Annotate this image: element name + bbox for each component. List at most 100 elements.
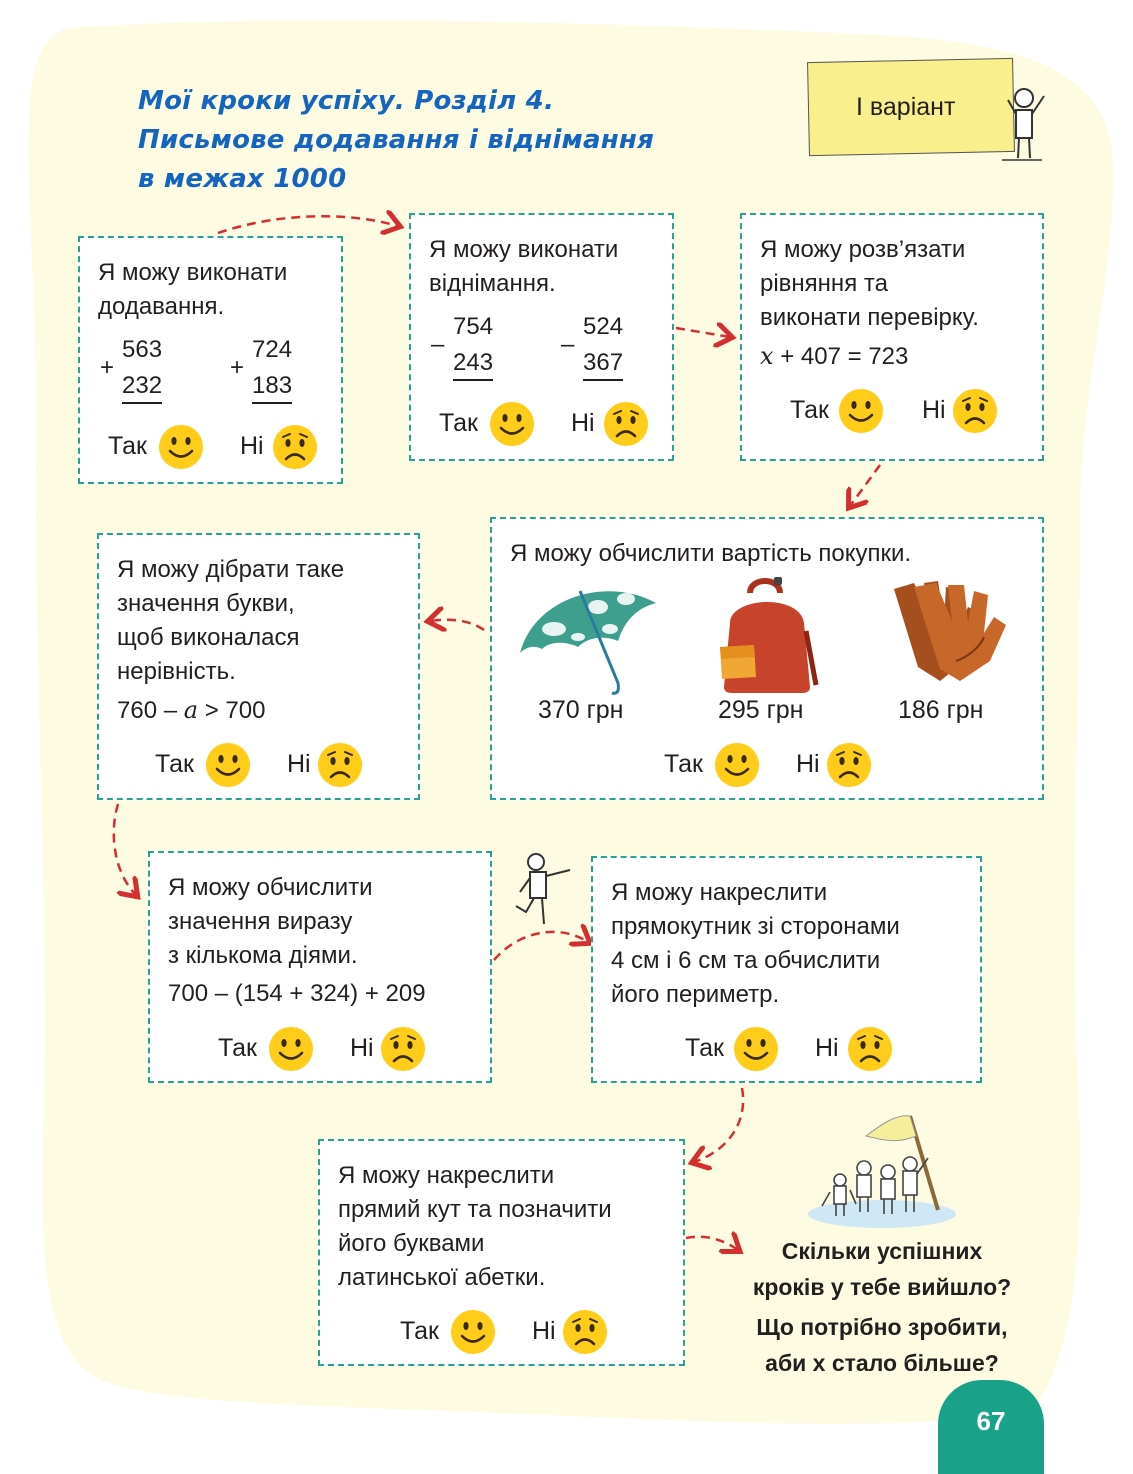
no-label: Ні — [815, 1034, 839, 1062]
yes-label: Так — [790, 396, 829, 424]
yes-label: Так — [439, 409, 478, 437]
page-title: Мої кроки успіху. Розділ 4. Письмове дод… — [138, 82, 654, 199]
title-line: Мої кроки успіху. Розділ 4. — [138, 86, 555, 116]
card-text: віднімання. — [429, 270, 556, 297]
no-label: Ні — [571, 409, 595, 437]
inequality-left: 760 – — [117, 697, 184, 724]
page-number-tab: 67 — [938, 1380, 1044, 1474]
happy-smiley-icon[interactable] — [158, 424, 204, 470]
card-subtraction: Я можу виконати віднімання. – 754 243 – … — [409, 213, 674, 461]
operand-bottom: 367 — [583, 347, 624, 381]
minus-sign: – — [431, 331, 445, 358]
happy-smiley-icon[interactable] — [714, 742, 760, 788]
question-line: Скільки успішних — [781, 1238, 983, 1264]
happy-smiley-icon[interactable] — [489, 401, 535, 447]
umbrella-icon — [520, 590, 656, 695]
card-text: прямий кут та позначити — [338, 1196, 612, 1223]
card-addition: Я можу виконати додавання. + 563 232 + 7… — [78, 236, 343, 484]
question-line: аби х стало більше? — [765, 1350, 999, 1376]
happy-smiley-icon[interactable] — [450, 1309, 496, 1355]
card-text: Я можу дібрати таке — [117, 556, 345, 583]
card-text: виконати перевірку. — [760, 304, 979, 331]
operand-bottom: 183 — [252, 370, 293, 404]
plus-sign: + — [230, 354, 245, 381]
stick-figure-icon — [1002, 88, 1045, 161]
operand-top: 524 — [583, 313, 624, 340]
operand-bottom: 243 — [453, 347, 494, 381]
sad-smiley-icon[interactable] — [562, 1309, 608, 1355]
yes-label: Так — [400, 1317, 439, 1345]
card-text: Я можу накреслити — [611, 879, 828, 906]
card-text: прямокутник зі сторонами — [611, 913, 900, 940]
card-text: його периметр. — [611, 981, 780, 1008]
card-heading: Я можу обчислити вартість покупки. — [510, 540, 912, 567]
page-number: 67 — [976, 1406, 1006, 1436]
walking-figure-icon — [515, 853, 571, 925]
backpack-icon — [720, 577, 819, 693]
happy-smiley-icon[interactable] — [838, 388, 884, 434]
price-label: 186 грн — [898, 696, 984, 724]
yes-label: Так — [155, 750, 194, 778]
yes-label: Так — [664, 750, 703, 778]
card-text: Я можу виконати — [98, 259, 288, 286]
operand-top: 754 — [453, 313, 494, 340]
no-label: Ні — [796, 750, 820, 778]
question-line: кроків у тебе вийшло? — [752, 1274, 1012, 1300]
card-expression: Я можу обчислити значення виразу з кільк… — [148, 851, 492, 1083]
price-label: 295 грн — [718, 696, 804, 724]
title-line: в межах 1000 — [138, 164, 347, 194]
card-inequality: Я можу дібрати таке значення букви, щоб … — [97, 533, 420, 800]
variable-x: x — [760, 342, 774, 370]
sad-smiley-icon[interactable] — [272, 424, 318, 470]
operand-top: 563 — [122, 336, 163, 363]
price-label: 370 грн — [538, 696, 624, 724]
minus-sign: – — [561, 331, 575, 358]
sad-smiley-icon[interactable] — [952, 388, 998, 434]
happy-smiley-icon[interactable] — [205, 742, 251, 788]
gloves-icon — [894, 581, 1006, 681]
card-equation: Я можу розв’язати рівняння та виконати п… — [740, 213, 1044, 461]
operand-top: 724 — [252, 336, 293, 363]
card-text: латинської абетки. — [338, 1264, 546, 1291]
card-text: щоб виконалася — [117, 624, 300, 651]
card-text: Я можу накреслити — [338, 1162, 555, 1189]
sad-smiley-icon[interactable] — [380, 1026, 426, 1072]
group-with-flag-icon — [808, 1115, 956, 1228]
inequality: 760 – a > 700 — [117, 693, 265, 728]
card-text: Я можу обчислити — [168, 874, 373, 901]
no-label: Ні — [350, 1034, 374, 1062]
sad-smiley-icon[interactable] — [603, 401, 649, 447]
sad-smiley-icon[interactable] — [847, 1026, 893, 1072]
no-label: Ні — [240, 432, 264, 460]
title-line: Письмове додавання і віднімання — [138, 125, 654, 155]
no-label: Ні — [922, 396, 946, 424]
card-text: додавання. — [98, 293, 225, 320]
card-angle: Я можу накреслити прямий кут та позначит… — [318, 1139, 685, 1366]
question-block: Скільки успішних кроків у тебе вийшло? Щ… — [722, 1233, 1042, 1381]
card-text: його буквами — [338, 1230, 485, 1257]
sad-smiley-icon[interactable] — [826, 742, 872, 788]
card-text: Я можу розв’язати — [760, 236, 966, 263]
card-text: значення букви, — [117, 590, 295, 617]
plus-sign: + — [100, 354, 115, 381]
card-text: Я можу виконати — [429, 236, 619, 263]
card-text: рівняння та — [760, 270, 888, 297]
yes-label: Так — [218, 1034, 257, 1062]
happy-smiley-icon[interactable] — [268, 1026, 314, 1072]
card-text: 4 см і 6 см та обчислити — [611, 947, 881, 974]
yes-label: Так — [685, 1034, 724, 1062]
equation: x + 407 = 723 — [760, 339, 908, 374]
variant-label: І варіант — [856, 93, 956, 121]
equation-rest: + 407 = 723 — [773, 343, 909, 370]
variable-a: a — [183, 696, 199, 724]
card-text: з кількома діями. — [168, 942, 358, 969]
expression: 700 – (154 + 324) + 209 — [168, 980, 426, 1007]
yes-label: Так — [108, 432, 147, 460]
operand-bottom: 232 — [122, 370, 163, 404]
card-purchase: Я можу обчислити вартість покупки. 370 г… — [490, 517, 1044, 800]
no-label: Ні — [532, 1317, 556, 1345]
card-text: нерівність. — [117, 658, 236, 685]
no-label: Ні — [287, 750, 311, 778]
sad-smiley-icon[interactable] — [317, 742, 363, 788]
happy-smiley-icon[interactable] — [733, 1026, 779, 1072]
